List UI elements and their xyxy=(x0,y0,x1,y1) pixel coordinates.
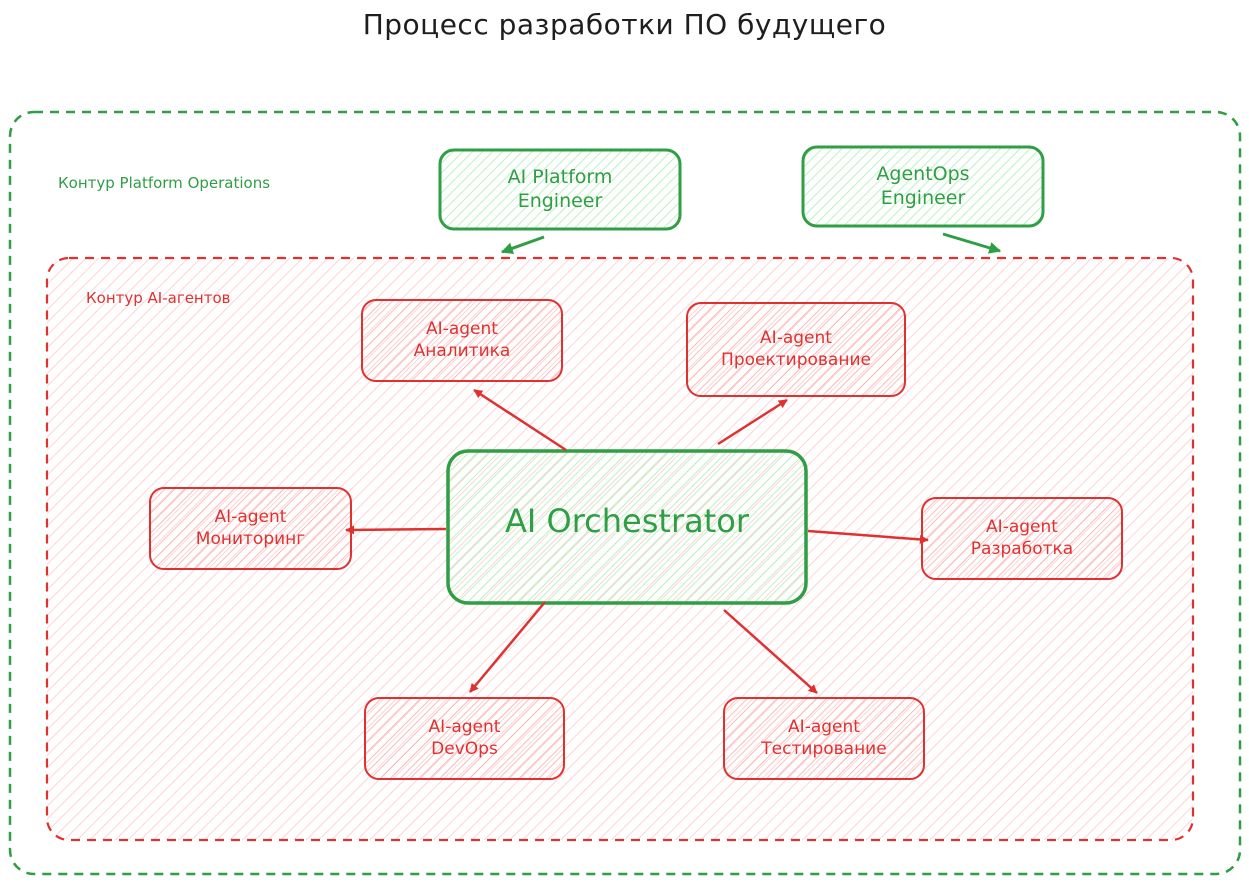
agent-design-line1: AI-agent xyxy=(760,328,832,349)
agent-design-label: AI-agent Проектирование xyxy=(687,303,905,396)
agent-analytics-label: AI-agent Аналитика xyxy=(362,300,562,381)
ai-agents-frame-label: Контур AI-агентов xyxy=(86,289,231,307)
arrow-platform-engineer-to-agents xyxy=(500,235,545,255)
ai-platform-engineer-line1: AI Platform xyxy=(507,165,613,188)
arrow-to-testing xyxy=(723,609,818,694)
agent-testing-label: AI-agent Тестирование xyxy=(724,698,924,779)
arrow-to-design xyxy=(717,398,788,446)
agent-design-line2: Проектирование xyxy=(721,349,871,370)
arrow-agentops-engineer-to-agents xyxy=(942,232,1002,254)
agent-devops-line2: DevOps xyxy=(431,738,498,759)
arrow-to-analytics xyxy=(473,388,567,452)
ai-platform-engineer-box[interactable] xyxy=(438,148,682,231)
ai-platform-engineer-line2: Engineer xyxy=(517,189,603,212)
agent-devops-label: AI-agent DevOps xyxy=(365,698,564,779)
agent-monitoring-line2: Мониторинг xyxy=(195,528,306,549)
agent-testing-line1: AI-agent xyxy=(788,717,860,738)
orchestrator-box[interactable] xyxy=(446,449,808,605)
ai-platform-engineer-label: AI Platform Engineer xyxy=(440,150,680,229)
agent-analytics-line2: Аналитика xyxy=(413,340,511,361)
arrow-to-development xyxy=(807,529,929,544)
agent-development-label: AI-agent Разработка xyxy=(922,498,1122,579)
agent-devops-box[interactable] xyxy=(364,697,565,780)
agentops-engineer-line2: Engineer xyxy=(880,186,966,209)
orchestrator-label-text: AI Orchestrator xyxy=(505,502,749,540)
orchestrator-label: AI Orchestrator xyxy=(448,451,806,591)
agentops-engineer-label: AgentOps Engineer xyxy=(803,147,1043,226)
platform-operations-frame-label: Контур Platform Operations xyxy=(58,174,271,192)
agent-development-line2: Разработка xyxy=(970,538,1074,559)
agent-monitoring-line1: AI-agent xyxy=(214,507,287,528)
arrow-to-devops xyxy=(469,601,546,693)
agent-devops-line1: AI-agent xyxy=(428,717,501,738)
agent-monitoring-label: AI-agent Мониторинг xyxy=(150,488,351,569)
agent-testing-box[interactable] xyxy=(723,697,925,780)
agent-development-line1: AI-agent xyxy=(986,517,1058,538)
agent-analytics-line1: AI-agent xyxy=(426,319,498,340)
arrow-to-monitoring xyxy=(345,525,447,535)
platform-operations-frame xyxy=(8,110,1242,876)
agent-analytics-box[interactable] xyxy=(361,299,563,382)
diagram-title: Процесс разработки ПО будущего xyxy=(362,8,887,41)
agentops-engineer-line1: AgentOps xyxy=(876,162,970,185)
agentops-engineer-box[interactable] xyxy=(801,145,1045,228)
agent-design-box[interactable] xyxy=(686,302,906,397)
agent-testing-line2: Тестирование xyxy=(761,738,887,759)
